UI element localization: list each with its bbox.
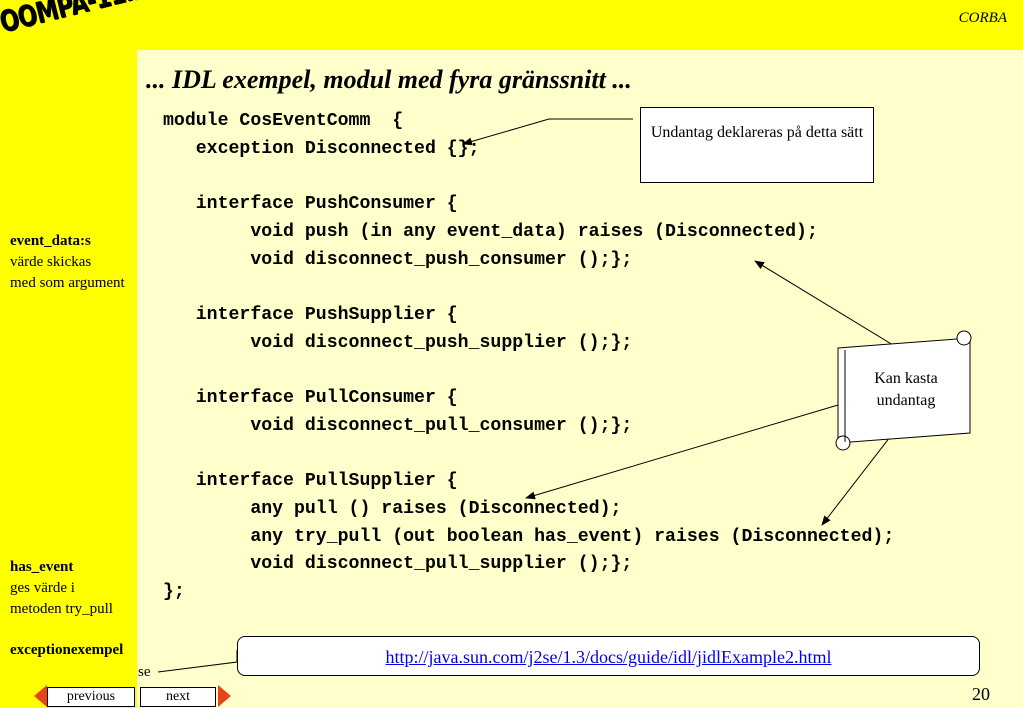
note-line: värde skickas <box>10 254 92 270</box>
note-term: event_data:s <box>10 233 91 249</box>
note-line: med som argument <box>10 275 125 291</box>
example-link[interactable]: http://java.sun.com/j2se/1.3/docs/guide/… <box>385 647 832 667</box>
callout-arrow <box>462 118 550 146</box>
link-callout: http://java.sun.com/j2se/1.3/docs/guide/… <box>237 636 980 676</box>
scroll-arrow-pull <box>525 404 839 500</box>
previous-button[interactable]: previous <box>47 687 135 707</box>
link-callout-pointer <box>157 650 238 673</box>
slide-title: ... IDL exempel, modul med fyra gränssni… <box>146 65 632 94</box>
note-overflow-text: se <box>138 664 151 680</box>
scroll-shape <box>835 330 972 451</box>
section-title: CORBA <box>958 10 1007 26</box>
note-term: exceptionexempel <box>10 642 124 658</box>
scroll-callout-text: Kan kasta undantag <box>874 370 938 409</box>
sidebar <box>0 0 137 708</box>
note-exception-example: exceptionexempel <box>10 640 123 661</box>
page-number: 20 <box>972 684 990 704</box>
top-bar <box>0 0 1023 50</box>
scroll-arrow-push <box>754 260 894 346</box>
next-arrow-icon[interactable] <box>218 685 231 707</box>
note-line: metoden try_pull <box>10 601 113 617</box>
idl-code-block: module CosEventComm { exception Disconne… <box>163 111 895 602</box>
note-term: has_event <box>10 559 74 575</box>
note-has-event: has_event ges värde i metoden try_pull <box>10 557 113 620</box>
exception-callout: Undantag deklareras på detta sätt <box>640 107 874 183</box>
previous-arrow-icon[interactable] <box>34 685 47 707</box>
scroll-arrow-try-pull <box>821 436 891 526</box>
note-event-data: event_data:s värde skickas med som argum… <box>10 231 125 294</box>
note-line: ges värde i <box>10 580 75 596</box>
next-button[interactable]: next <box>140 687 216 707</box>
